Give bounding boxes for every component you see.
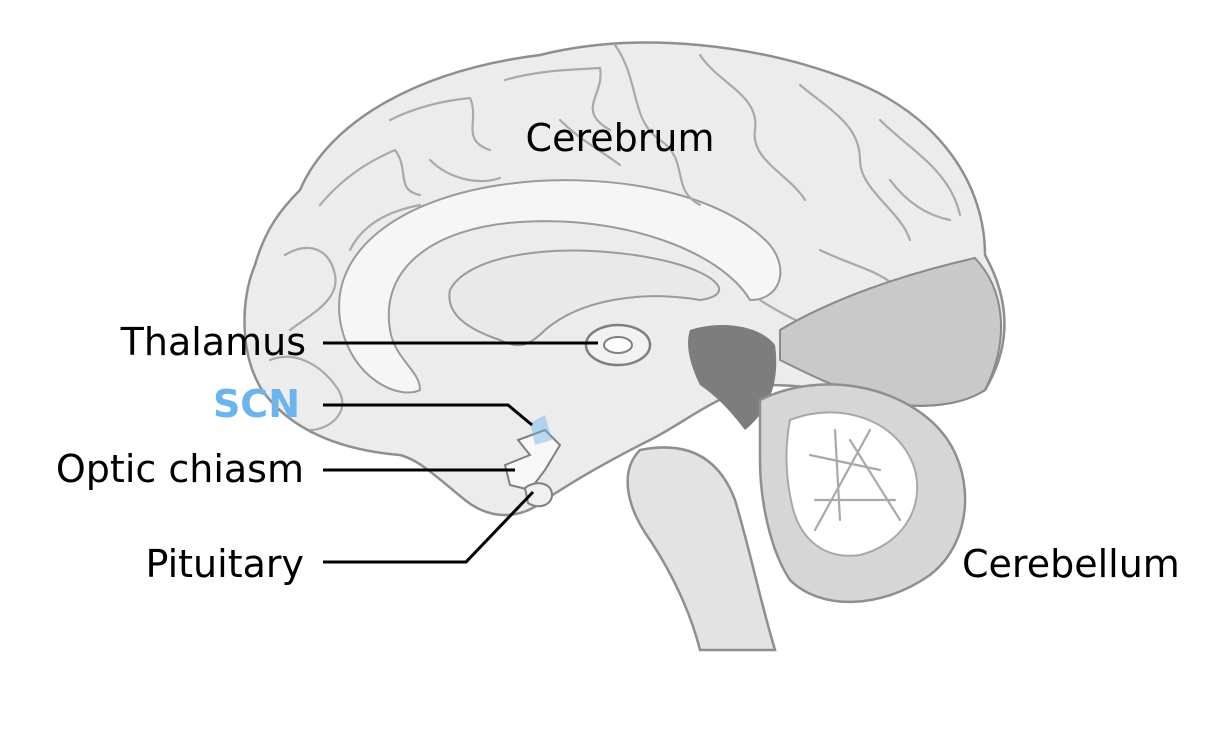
brainstem bbox=[628, 447, 775, 650]
label-cerebrum: Cerebrum bbox=[526, 116, 715, 160]
label-optic-chiasm: Optic chiasm bbox=[56, 447, 304, 491]
cerebellum-shape bbox=[760, 384, 965, 602]
label-pituitary: Pituitary bbox=[146, 542, 304, 586]
label-scn: SCN bbox=[213, 382, 300, 426]
label-cerebellum: Cerebellum bbox=[962, 542, 1180, 586]
label-thalamus: Thalamus bbox=[120, 320, 306, 364]
